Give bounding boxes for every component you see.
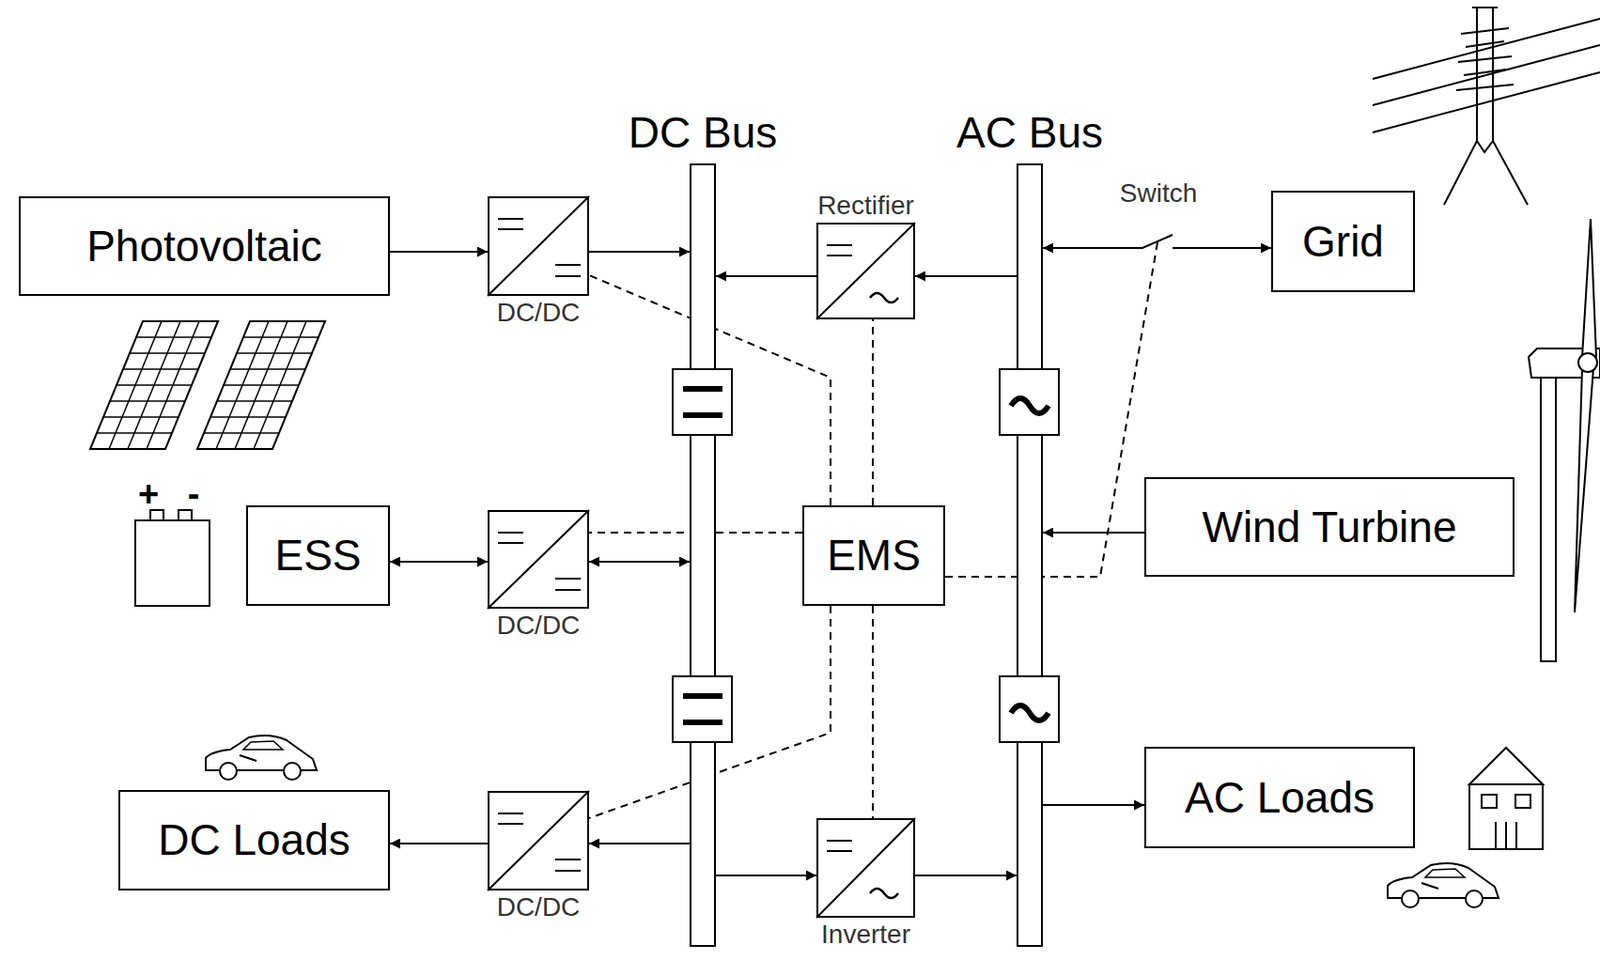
wind-turbine-icon — [1582, 218, 1597, 358]
power-connector — [589, 250, 690, 253]
house-icon — [1515, 794, 1531, 808]
battery-icon — [135, 510, 210, 606]
wind-turbine-icon — [1578, 353, 1598, 373]
box-label: Grid — [1302, 217, 1384, 267]
source-box: Photovoltaic — [18, 196, 390, 296]
power-connector — [389, 250, 488, 253]
bus-bar-symbol — [689, 163, 716, 948]
control-link — [945, 242, 1158, 577]
solar-panel-icon — [90, 321, 218, 450]
converter-symbol — [487, 196, 590, 296]
converter-box: DC/DC — [487, 196, 590, 296]
converter-label: Inverter — [821, 919, 911, 950]
transmission-tower-icon — [1372, 18, 1600, 79]
transmission-tower-icon — [1372, 7, 1600, 205]
power-connector — [715, 275, 817, 278]
power-connector — [1042, 804, 1145, 807]
converter-box: Inverter — [816, 818, 916, 918]
load-box: DC Loads — [118, 790, 390, 891]
converter-box: DC/DC — [487, 510, 590, 609]
car-icon — [205, 735, 317, 780]
box-label: AC Loads — [1184, 773, 1375, 824]
solar-panel-icon — [123, 368, 199, 371]
house-icon — [1469, 747, 1543, 785]
power-connector — [1042, 234, 1272, 249]
converter-label: Rectifier — [817, 190, 915, 221]
house-icon — [1505, 822, 1507, 850]
bus-label: DC Bus — [628, 108, 777, 158]
solar-panel-icon — [90, 321, 326, 450]
bus-bar-symbol — [1016, 163, 1043, 948]
wind-turbine-icon — [1528, 218, 1600, 662]
converter-symbol — [487, 791, 590, 891]
transmission-tower-icon — [1492, 7, 1528, 205]
box-label: ESS — [274, 530, 361, 581]
solar-panel-icon — [129, 352, 205, 355]
wind-turbine-icon — [1574, 368, 1594, 613]
switch-label: Switch — [1117, 179, 1200, 209]
converter-symbol — [816, 222, 916, 320]
grid-box: Grid — [1271, 190, 1415, 293]
bus-label: AC Bus — [956, 108, 1103, 158]
battery-icon — [135, 520, 210, 606]
house-icon — [1515, 822, 1518, 850]
power-connector — [589, 560, 690, 563]
solar-panel-icon — [197, 321, 326, 450]
control-link — [871, 319, 874, 506]
power-connector — [1042, 531, 1145, 534]
house-icon — [1494, 822, 1497, 850]
solar-panel-icon — [96, 432, 172, 435]
house-icon — [1469, 747, 1543, 850]
house-icon — [1469, 784, 1543, 850]
solar-panel-icon — [236, 352, 312, 355]
control-link — [871, 605, 874, 819]
transmission-tower-icon — [1372, 72, 1600, 133]
bus-bar: AC Bus — [1016, 163, 1043, 948]
solar-panel-icon — [223, 384, 299, 387]
box-label: EMS — [826, 530, 921, 581]
box-label: Photovoltaic — [86, 221, 323, 272]
source-box: Wind Turbine — [1144, 477, 1515, 577]
power-connector — [915, 275, 1017, 278]
power-connector — [715, 874, 817, 877]
terminal-sign: - — [187, 475, 201, 515]
solar-panel-icon — [203, 432, 280, 435]
power-connector — [589, 842, 690, 845]
bus-bar: DC Bus — [689, 163, 716, 948]
car-icon — [1387, 863, 1499, 908]
converter-label: DC/DC — [497, 892, 581, 923]
terminal-sign: + — [138, 475, 159, 515]
load-box: AC Loads — [1144, 746, 1415, 849]
solar-panel-icon — [217, 400, 293, 403]
control-link — [945, 242, 1158, 577]
solar-panel-icon — [210, 416, 286, 419]
car-icon — [205, 735, 317, 780]
controller-box: EMS — [802, 505, 946, 606]
solar-panel-icon — [230, 368, 306, 371]
storage-box: ESS — [246, 505, 390, 606]
house-icon — [1481, 794, 1497, 808]
power-connector — [389, 560, 488, 563]
transmission-tower-icon — [1444, 7, 1477, 205]
wind-turbine-icon — [1540, 367, 1556, 662]
transmission-tower-icon — [1456, 28, 1514, 153]
box-label: Wind Turbine — [1201, 502, 1457, 553]
solar-panel-icon — [116, 384, 192, 387]
converter-box: Rectifier — [816, 222, 916, 320]
converter-label: DC/DC — [497, 297, 581, 328]
solar-panel-icon — [109, 400, 186, 403]
solar-panel-icon — [243, 336, 319, 339]
converter-label: DC/DC — [497, 610, 581, 641]
solar-panel-icon — [136, 336, 212, 339]
box-label: DC Loads — [157, 815, 351, 866]
solar-panel-icon — [103, 416, 179, 419]
power-connector — [915, 874, 1017, 877]
converter-box: DC/DC — [487, 791, 590, 891]
transmission-tower-icon — [1372, 45, 1600, 106]
car-icon — [1387, 863, 1499, 908]
power-connector — [389, 842, 488, 845]
converter-symbol — [487, 510, 590, 609]
converter-symbol — [816, 818, 916, 918]
